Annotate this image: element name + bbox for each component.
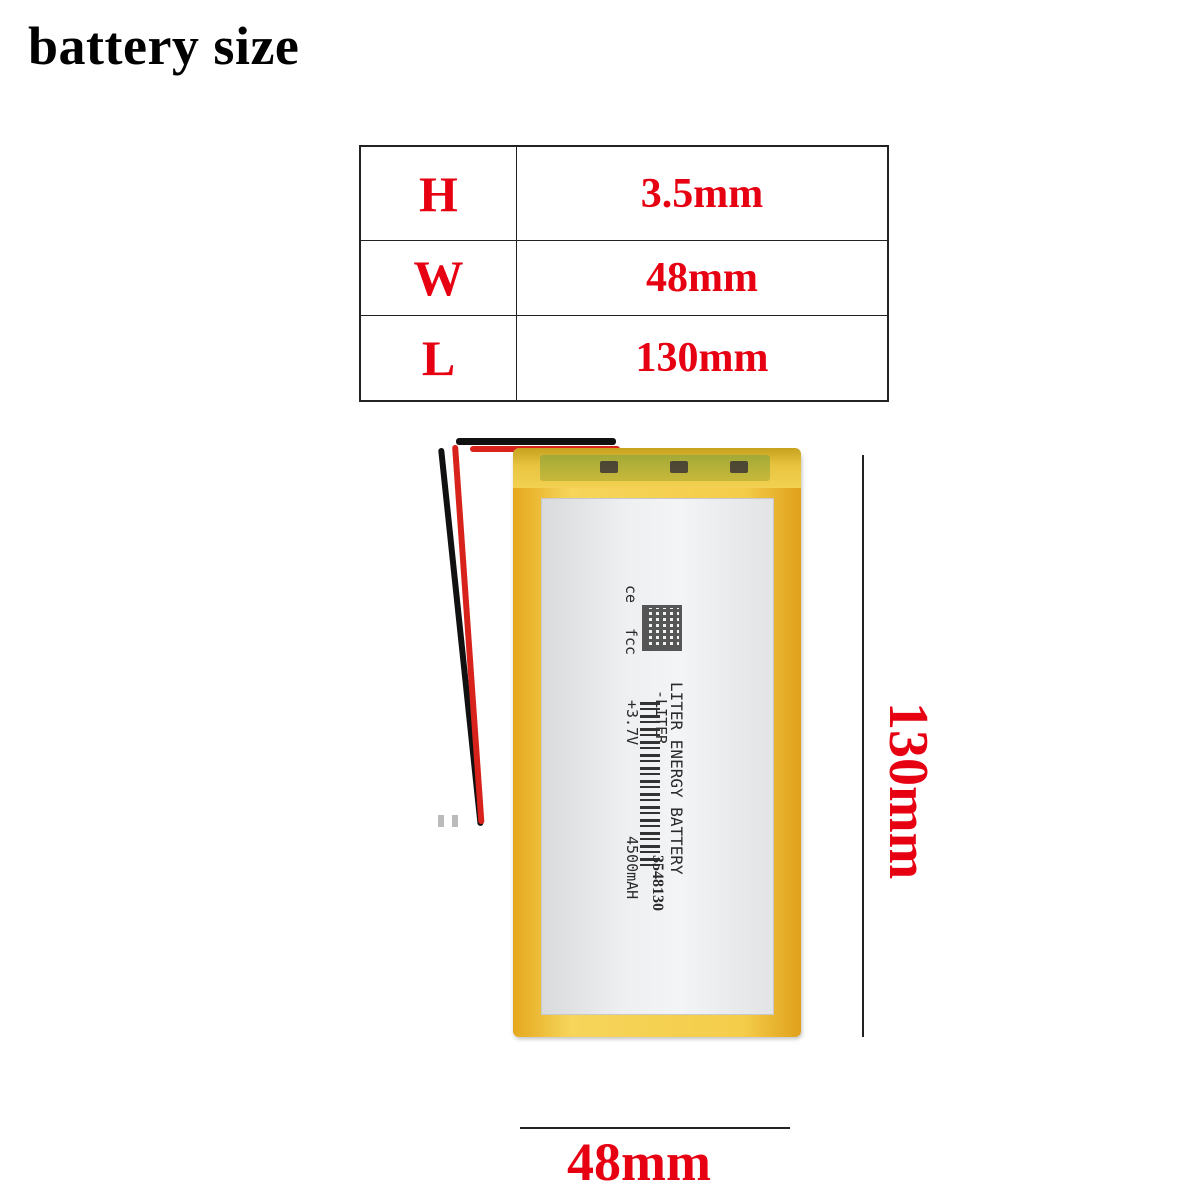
width-dimension-label: 48mm [567,1132,711,1192]
spec-table: H 3.5mm W 48mm L 130mm [359,145,889,402]
page-title: battery size [28,16,300,76]
barcode-icon [640,702,660,867]
qr-code-icon [642,605,682,651]
spec-key-w: W [359,240,517,316]
black-wire-run [456,438,616,445]
table-row: L 130mm [359,315,889,402]
spec-key-l: L [359,315,517,402]
model-number: 3548130 [649,855,666,911]
length-dimension-line [862,455,864,1037]
wire-connector-tip [438,815,444,827]
pcb-chip [730,461,748,473]
wire-connector-tip [452,815,458,827]
table-row: W 48mm [359,240,889,316]
pcb-chip [670,461,688,473]
spec-value-w: 48mm [516,240,889,316]
voltage-text: +3.7V [623,700,641,746]
length-dimension-label: 130mm [877,702,939,880]
cert-mark-fcc: fcc [622,628,640,656]
width-dimension-line [520,1127,790,1129]
spec-value-l: 130mm [516,315,889,402]
capacity-text: 4500mAH [623,836,641,900]
cert-mark-ce: ce [622,585,640,604]
pcb-chip [600,461,618,473]
protection-circuit-board [540,455,770,481]
